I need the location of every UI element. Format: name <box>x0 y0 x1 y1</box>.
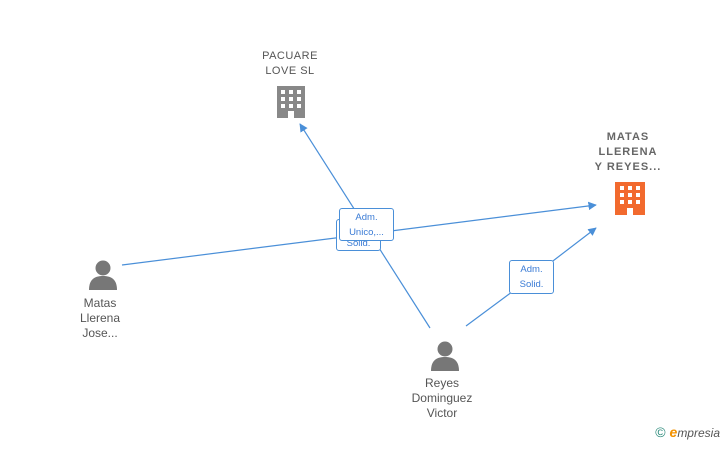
node-label-matas-llerena-jose[interactable]: Matas Llerena Jose... <box>79 296 121 340</box>
edge-label-reyes-to-pacuare: Adm. Unico,... <box>339 208 394 241</box>
brand-logo: empresia <box>669 424 720 440</box>
copyright-symbol: © <box>655 424 666 440</box>
edge-label-reyes-to-matas: Adm. Solid. <box>509 260 554 294</box>
person-icon[interactable] <box>431 341 459 372</box>
node-label-reyes-dominguez[interactable]: Reyes Dominguez Victor <box>411 376 473 420</box>
building-icon[interactable] <box>277 86 305 118</box>
brand-watermark: © empresia <box>655 424 720 440</box>
person-icon[interactable] <box>89 260 117 291</box>
building-icon-main[interactable] <box>615 182 645 215</box>
node-label-matas-llerena-reyes[interactable]: MATAS LLERENA Y REYES... <box>594 131 662 173</box>
node-label-pacuare[interactable]: PACUARE LOVE SL <box>262 50 318 77</box>
